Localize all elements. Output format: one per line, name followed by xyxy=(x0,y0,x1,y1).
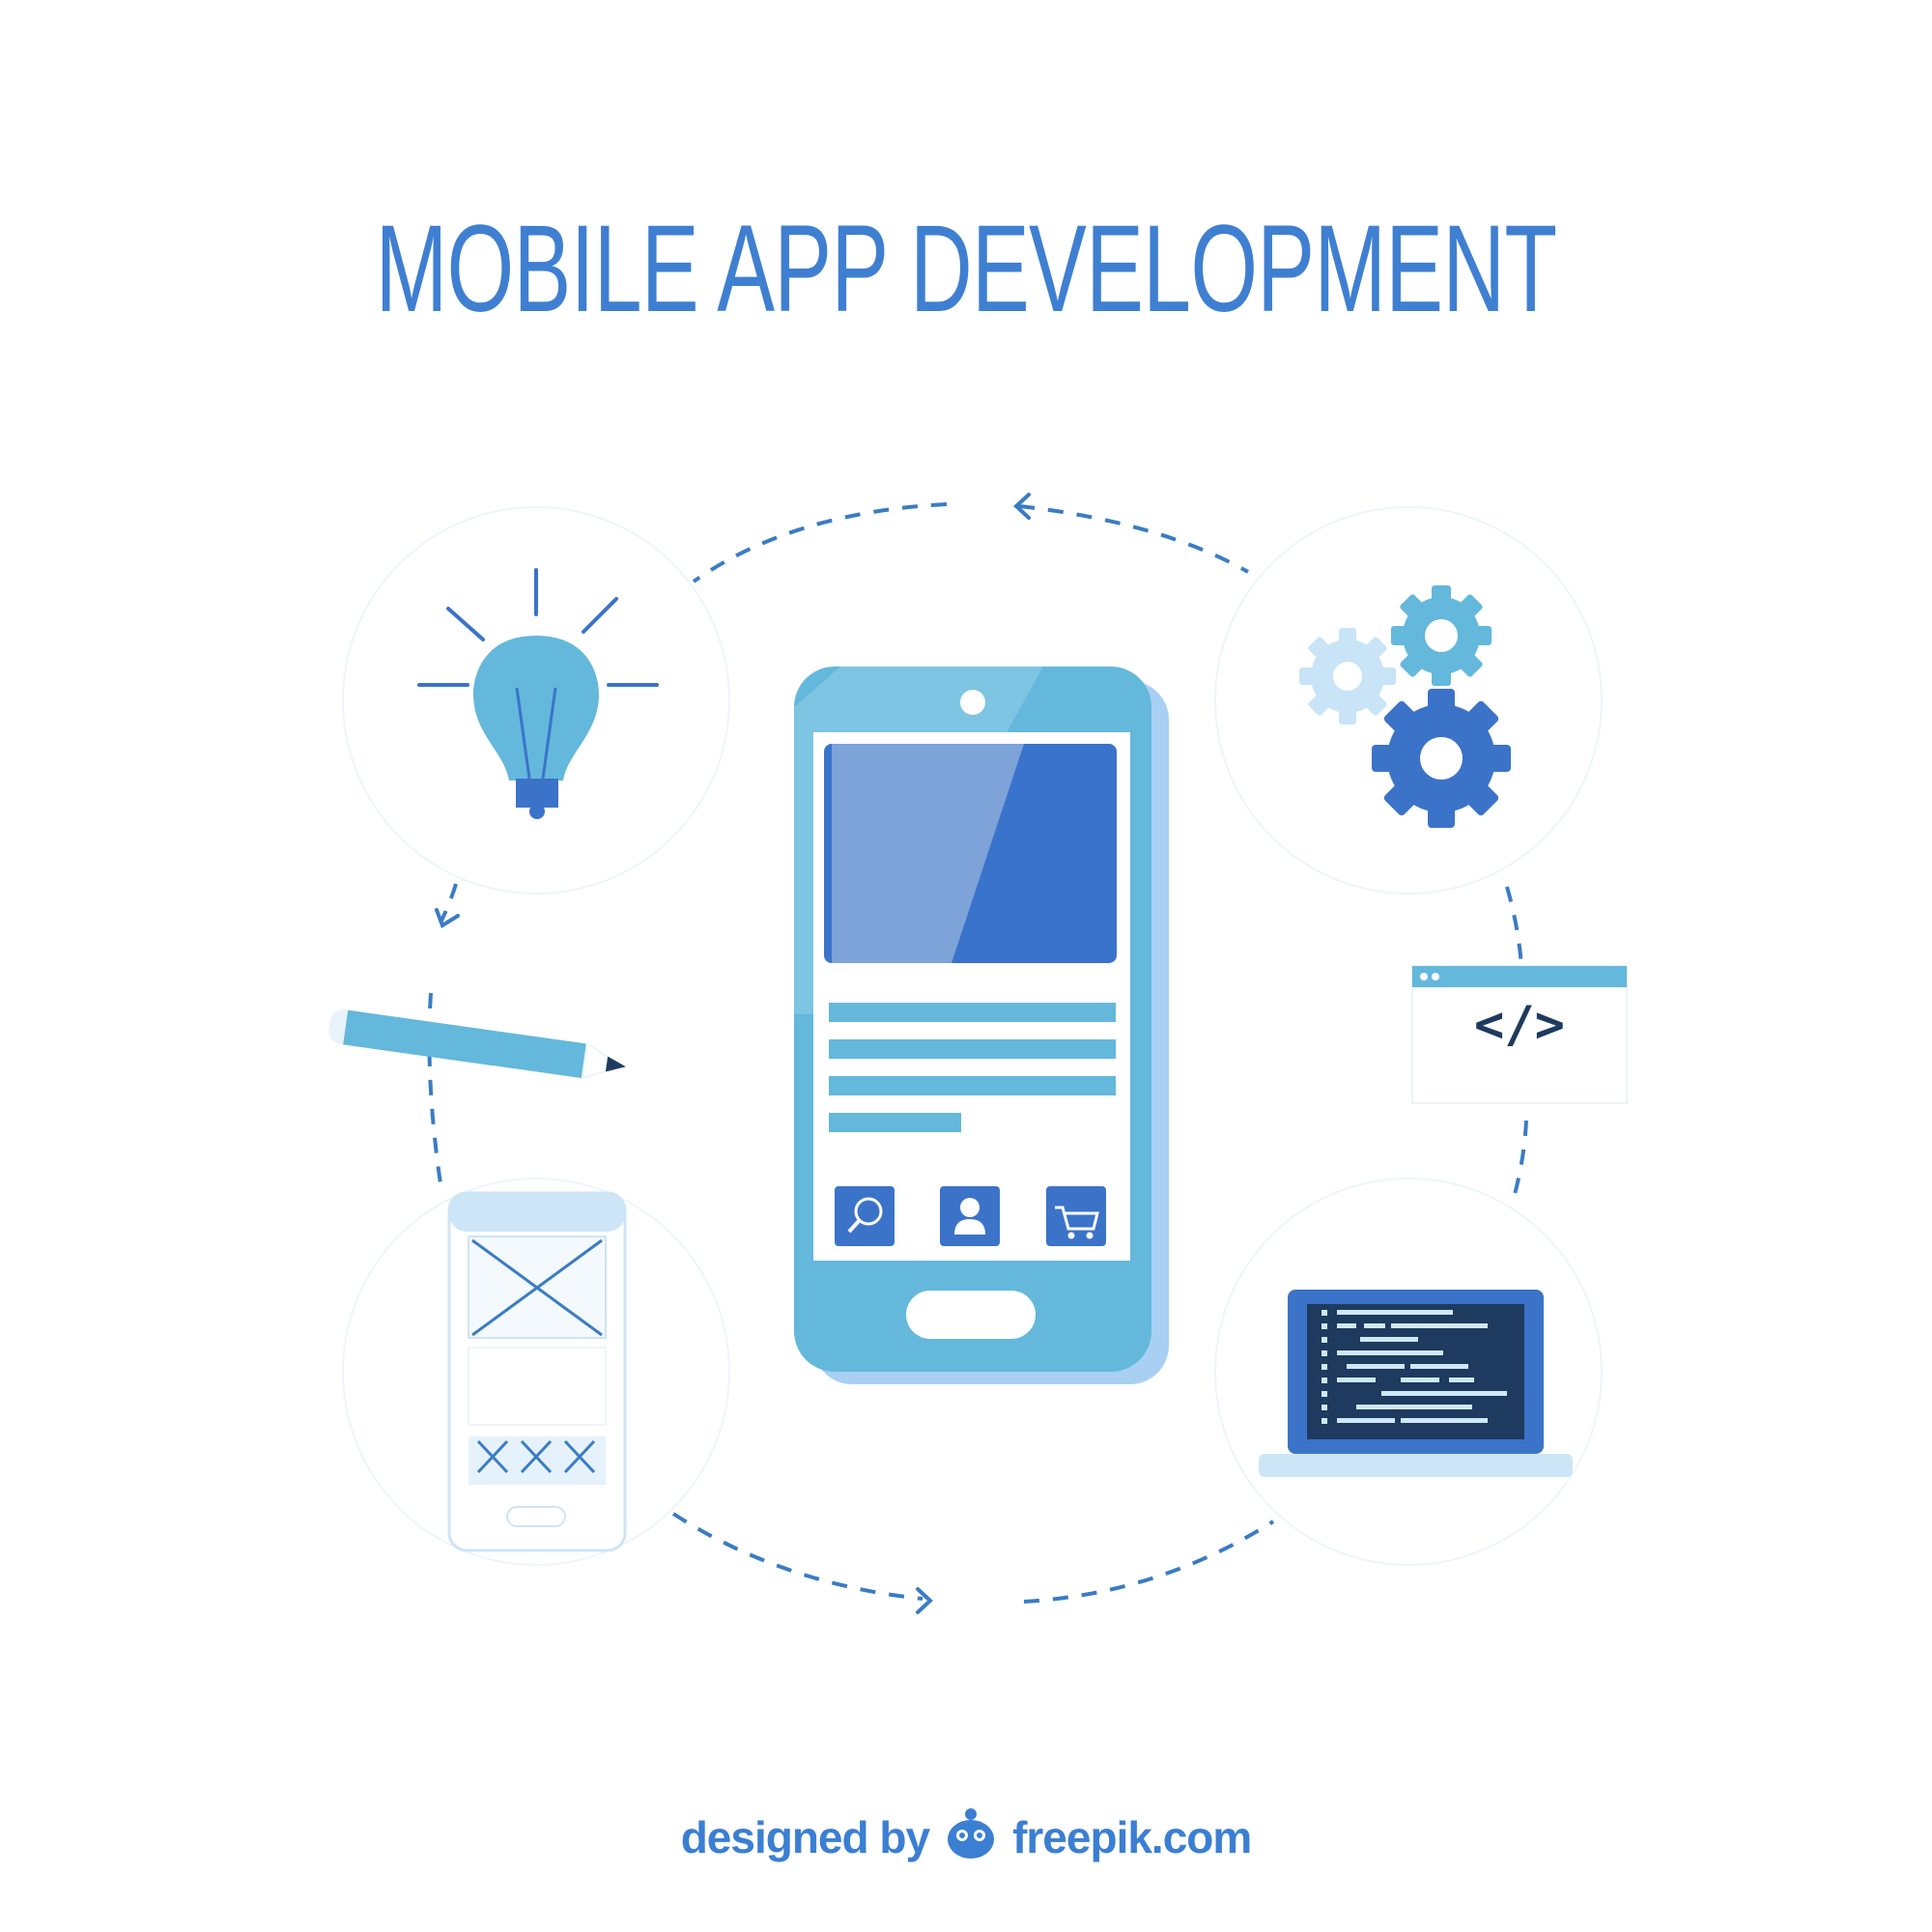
laptop-icon xyxy=(1259,1290,1573,1477)
attribution-footer: designed by freepik.com xyxy=(0,1808,1932,1866)
designed-by-text: designed by xyxy=(680,1812,930,1862)
user-icon[interactable] xyxy=(940,1186,1000,1246)
code-window-icon xyxy=(1411,965,1628,1104)
phone-mockup xyxy=(794,667,1169,1384)
arrow-heads xyxy=(435,493,1031,1614)
freepik-link[interactable]: freepik.com xyxy=(1012,1812,1252,1862)
freepik-logo-spacer xyxy=(943,1809,999,1865)
code-window-label: </> xyxy=(1474,996,1565,1054)
page-title: MOBILE APP DEVELOPMENT xyxy=(375,200,1558,338)
search-icon[interactable] xyxy=(835,1186,895,1246)
light-bulb-icon xyxy=(417,568,659,819)
cycle-arrows xyxy=(427,502,1528,1604)
pencil-icon xyxy=(328,1009,626,1080)
freepik-logo-icon xyxy=(948,1808,994,1859)
cart-icon[interactable] xyxy=(1046,1186,1106,1246)
gears-icon xyxy=(1299,585,1511,828)
wireframe-phone-icon xyxy=(447,1191,627,1552)
